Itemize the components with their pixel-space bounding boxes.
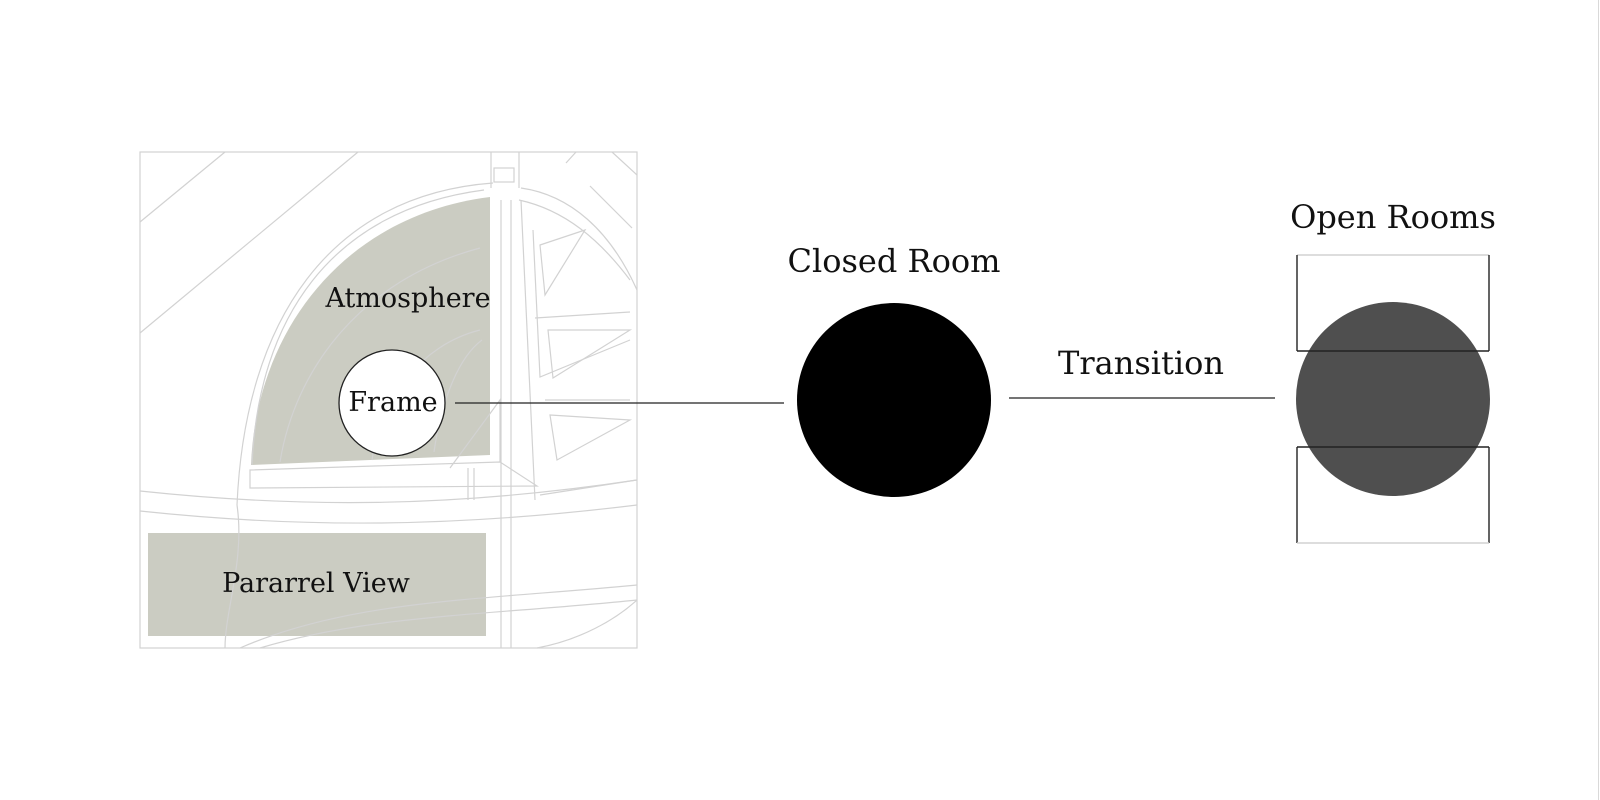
transition-label: Transition — [1058, 344, 1224, 382]
page-edge-line — [1598, 0, 1599, 800]
open-room-circle — [1296, 302, 1490, 496]
frame-label: Frame — [348, 387, 437, 418]
open-room-top-bracket — [1296, 254, 1490, 352]
site-plan: Atmosphere Frame Pararrel View — [139, 151, 638, 649]
open-rooms: Open Rooms — [1290, 198, 1496, 544]
atmosphere-label: Atmosphere — [324, 283, 490, 314]
transition: Transition — [1009, 344, 1275, 399]
closed-room-circle — [797, 303, 991, 497]
parallel-view-zone — [148, 533, 486, 636]
open-rooms-label: Open Rooms — [1290, 198, 1496, 236]
frame-circle — [338, 349, 446, 457]
open-room-bottom-bracket — [1296, 446, 1490, 544]
plan-linework — [139, 151, 638, 649]
closed-room: Closed Room — [788, 242, 1001, 497]
closed-room-label: Closed Room — [788, 242, 1001, 280]
parallel-view-label: Pararrel View — [222, 568, 410, 599]
